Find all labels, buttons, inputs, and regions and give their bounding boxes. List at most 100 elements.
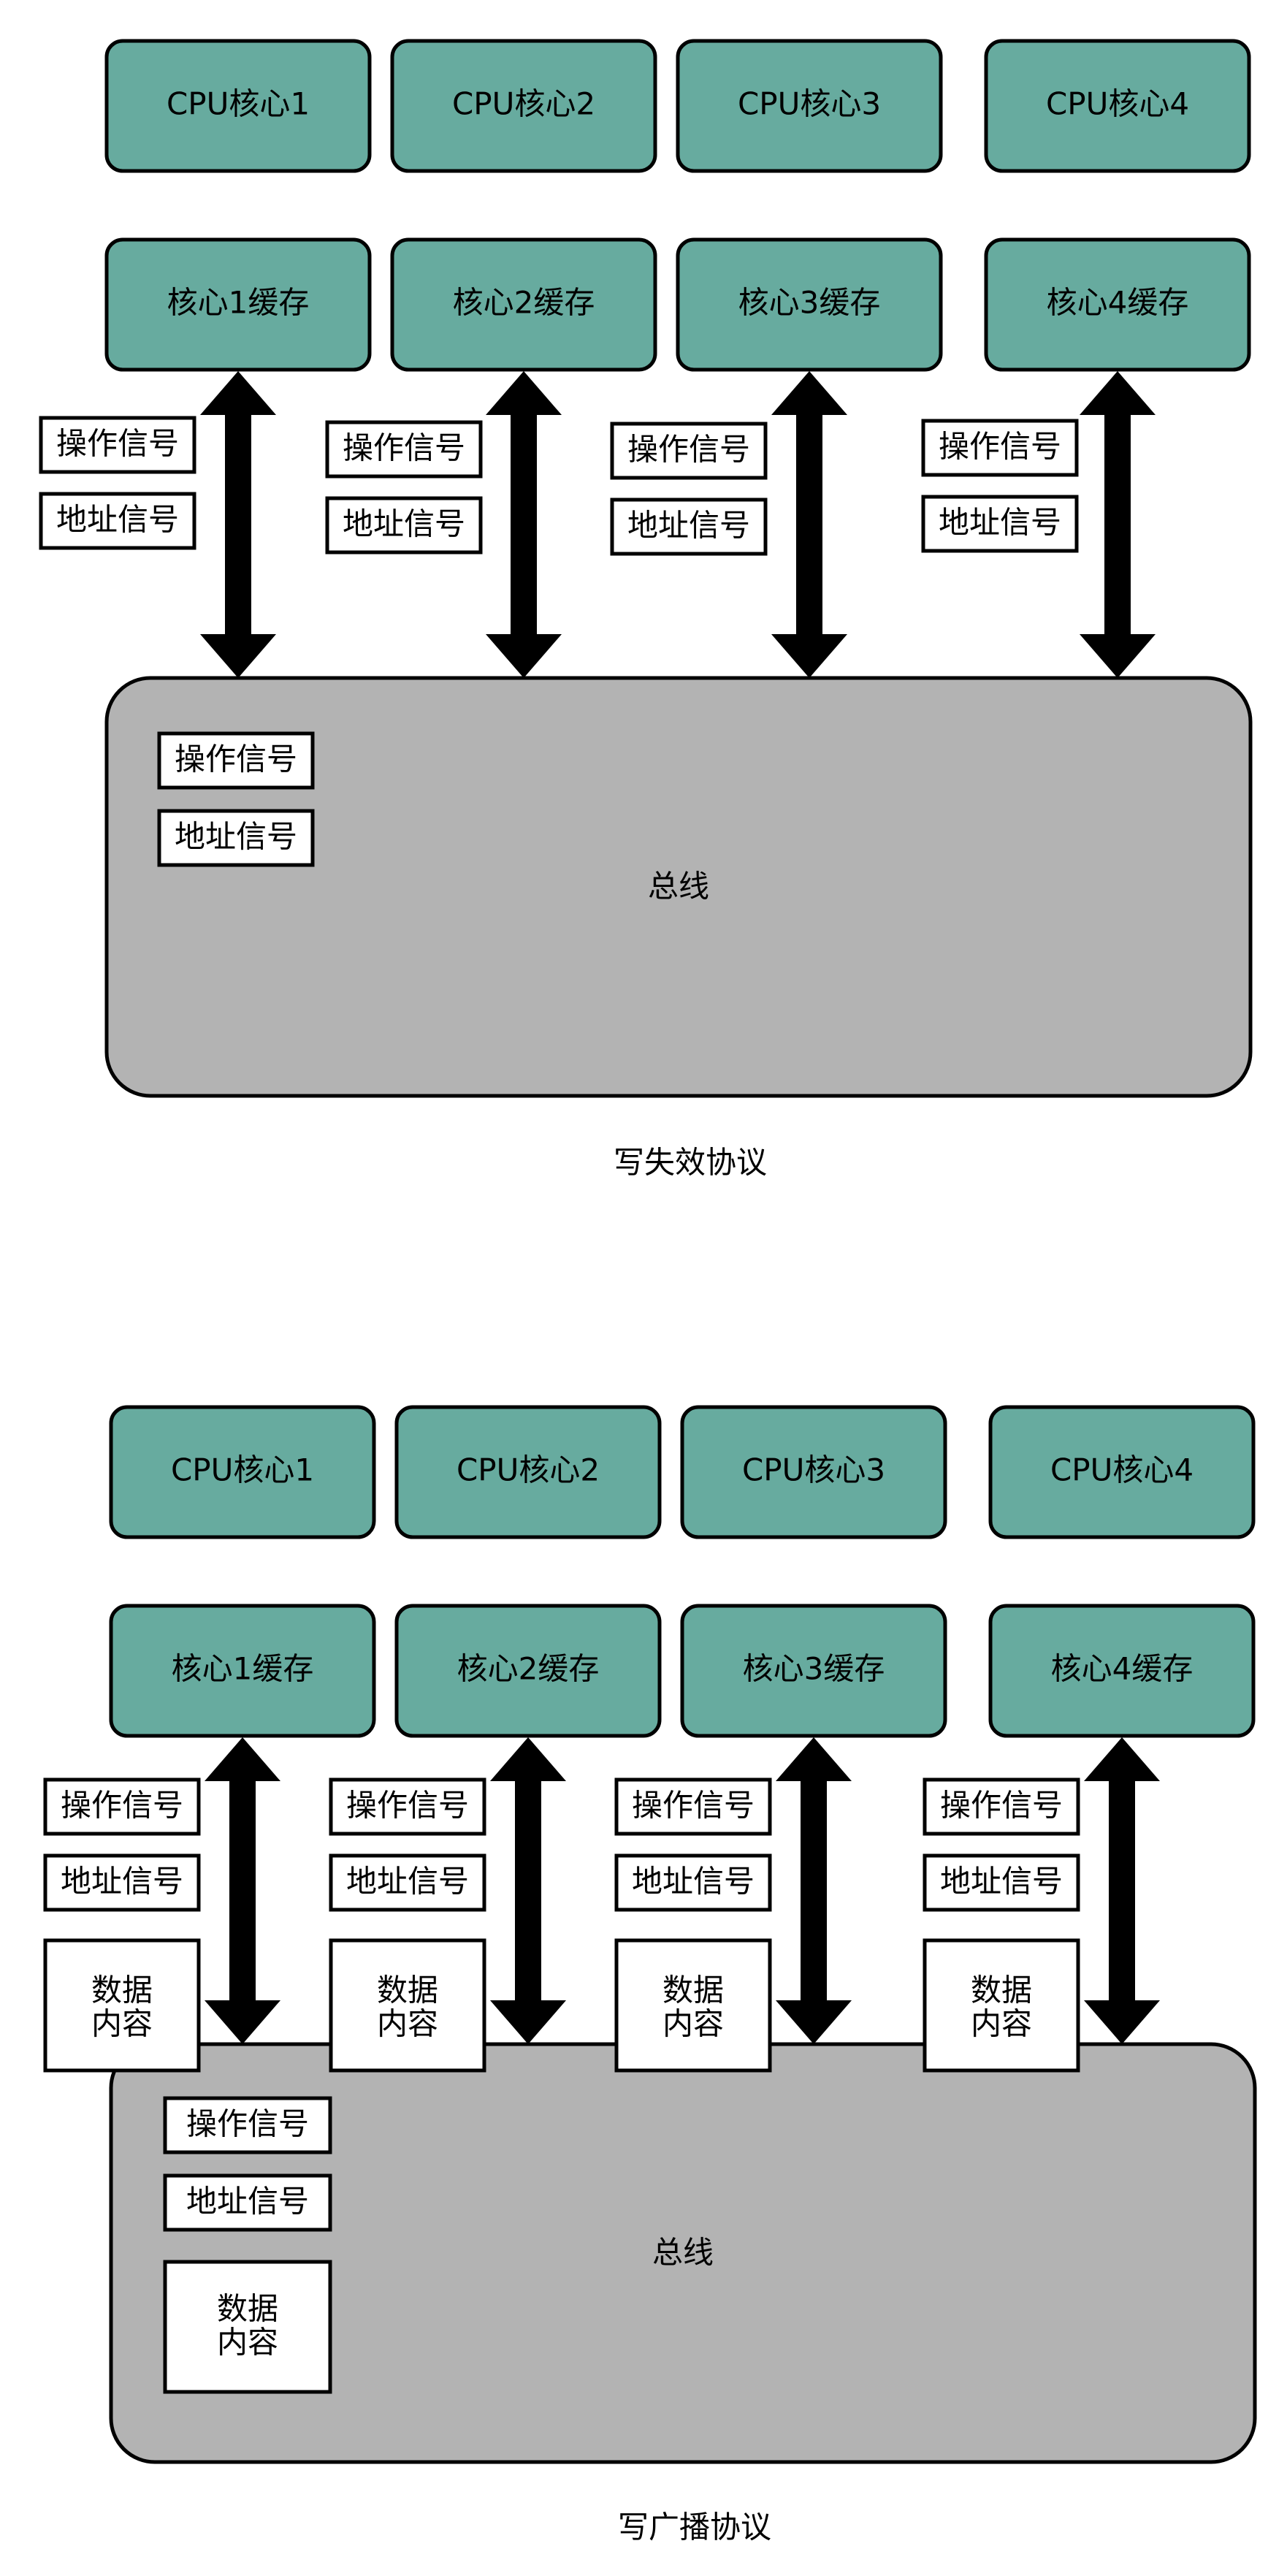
op-signal-1: 操作信号	[39, 416, 196, 474]
double-arrow-1	[200, 371, 276, 678]
addr-signal-2-label: 地址信号	[346, 1864, 469, 1899]
core-cache-2-label: 核心2缓存	[453, 285, 595, 321]
op-signal-4-label: 操作信号	[940, 1788, 1063, 1824]
caption-write-broadcast: 写广播协议	[618, 2510, 771, 2545]
data-content-4-line2: 内容	[971, 2006, 1032, 2042]
addr-signal-2: 地址信号	[329, 1853, 486, 1912]
bus-label: 总线	[652, 2235, 714, 2271]
cpu-core-3-label: CPU核心3	[742, 1452, 885, 1488]
bus-op-signal: 操作信号	[157, 731, 315, 790]
cpu-core-2-label: CPU核心2	[457, 1452, 600, 1488]
core-cache-1: 核心1缓存	[104, 237, 372, 372]
addr-signal-4: 地址信号	[923, 1853, 1080, 1912]
cpu-core-4: CPU核心4	[988, 1405, 1256, 1539]
cpu-core-3: CPU核心3	[680, 1405, 947, 1539]
bus-data-content-line1: 数据	[217, 2291, 278, 2327]
op-signal-4: 操作信号	[923, 1777, 1080, 1836]
core-cache-4: 核心4缓存	[984, 237, 1251, 372]
double-arrow-4	[1084, 1737, 1160, 2044]
addr-signal-1-label: 地址信号	[61, 1864, 183, 1899]
data-content-3: 数据 内容	[614, 1938, 772, 2073]
data-content-1: 数据 内容	[43, 1938, 201, 2073]
core-cache-4-label: 核心4缓存	[1047, 285, 1189, 321]
bus-data-content-line2: 内容	[217, 2325, 278, 2360]
cpu-core-1-label: CPU核心1	[167, 86, 310, 122]
cpu-core-2: CPU核心2	[394, 1405, 662, 1539]
data-content-2-line1: 数据	[377, 1973, 438, 2008]
caption-write-invalidate: 写失效协议	[614, 1145, 767, 1181]
cpu-core-3: CPU核心3	[676, 39, 943, 173]
op-signal-3: 操作信号	[610, 422, 768, 480]
double-arrow-1	[205, 1737, 280, 2044]
cpu-core-1-label: CPU核心1	[171, 1452, 314, 1488]
addr-signal-3-label: 地址信号	[627, 508, 750, 544]
core-cache-2: 核心2缓存	[394, 1604, 662, 1738]
double-arrow-3	[776, 1737, 852, 2044]
data-content-1-line1: 数据	[91, 1973, 153, 2008]
op-signal-3: 操作信号	[614, 1777, 772, 1836]
core-cache-3-label: 核心3缓存	[743, 1651, 885, 1687]
data-content-4: 数据 内容	[923, 1938, 1080, 2073]
op-signal-1: 操作信号	[43, 1777, 201, 1836]
op-signal-1-label: 操作信号	[56, 426, 179, 462]
cpu-core-2: CPU核心2	[390, 39, 657, 173]
addr-signal-2-label: 地址信号	[343, 506, 465, 542]
op-signal-2: 操作信号	[325, 420, 483, 479]
bus: 总线	[104, 676, 1253, 1098]
double-arrow-3	[771, 371, 847, 678]
core-cache-1-label: 核心1缓存	[172, 1651, 314, 1687]
data-content-3-line2: 内容	[662, 2006, 724, 2042]
cpu-core-2-label: CPU核心2	[452, 86, 595, 122]
data-content-3-line1: 数据	[662, 1973, 724, 2008]
double-arrow-2	[490, 1737, 566, 2044]
data-content-2-line2: 内容	[377, 2006, 438, 2042]
bus-addr-signal: 地址信号	[157, 809, 315, 867]
core-cache-4-label: 核心4缓存	[1051, 1651, 1194, 1687]
op-signal-3-label: 操作信号	[627, 432, 750, 468]
cpu-core-4-label: CPU核心4	[1050, 1452, 1194, 1488]
addr-signal-2: 地址信号	[325, 496, 483, 555]
bus-addr-signal: 地址信号	[163, 2173, 332, 2232]
bus-op-signal-label: 操作信号	[175, 742, 297, 777]
bus-addr-signal-label: 地址信号	[175, 819, 297, 855]
addr-signal-3: 地址信号	[614, 1853, 772, 1912]
addr-signal-4: 地址信号	[921, 495, 1079, 553]
data-content-2: 数据 内容	[329, 1938, 486, 2073]
addr-signal-3: 地址信号	[610, 498, 768, 556]
double-arrow-2	[486, 371, 562, 678]
diagram-write-broadcast: CPU核心1 CPU核心2 CPU核心3 CPU核心4 核心1缓存 核心2缓存 …	[43, 1405, 1257, 2545]
double-arrow-4	[1080, 371, 1156, 678]
core-cache-3-label: 核心3缓存	[738, 285, 881, 321]
addr-signal-3-label: 地址信号	[632, 1864, 755, 1899]
core-cache-1-label: 核心1缓存	[167, 285, 310, 321]
addr-signal-4-label: 地址信号	[940, 1864, 1063, 1899]
op-signal-2: 操作信号	[329, 1777, 486, 1836]
data-content-4-line1: 数据	[971, 1973, 1032, 2008]
op-signal-2-label: 操作信号	[343, 430, 465, 466]
cpu-core-4-label: CPU核心4	[1046, 86, 1189, 122]
core-cache-2: 核心2缓存	[390, 237, 657, 372]
core-cache-4: 核心4缓存	[988, 1604, 1256, 1738]
addr-signal-4-label: 地址信号	[939, 505, 1061, 541]
op-signal-4-label: 操作信号	[939, 429, 1061, 465]
addr-signal-1-label: 地址信号	[56, 502, 179, 538]
bus-op-signal: 操作信号	[163, 2096, 332, 2154]
data-content-1-line2: 内容	[91, 2006, 153, 2042]
op-signal-1-label: 操作信号	[61, 1788, 183, 1824]
core-cache-2-label: 核心2缓存	[457, 1651, 600, 1687]
cpu-core-1: CPU核心1	[109, 1405, 376, 1539]
core-cache-1: 核心1缓存	[109, 1604, 376, 1738]
bus-op-signal-label: 操作信号	[186, 2106, 309, 2142]
cpu-core-1: CPU核心1	[104, 39, 372, 173]
addr-signal-1: 地址信号	[39, 492, 196, 550]
diagram-write-invalidate: CPU核心1 CPU核心2 CPU核心3 CPU核心4 核心1缓存 核心2缓存 …	[39, 39, 1253, 1181]
op-signal-4: 操作信号	[921, 419, 1079, 477]
op-signal-2-label: 操作信号	[346, 1788, 469, 1824]
op-signal-3-label: 操作信号	[632, 1788, 755, 1824]
bus-data-content: 数据 内容	[163, 2260, 332, 2394]
cpu-core-4: CPU核心4	[984, 39, 1251, 173]
bus-addr-signal-label: 地址信号	[186, 2184, 309, 2219]
bus: 总线	[109, 2042, 1257, 2464]
cpu-core-3-label: CPU核心3	[738, 86, 881, 122]
